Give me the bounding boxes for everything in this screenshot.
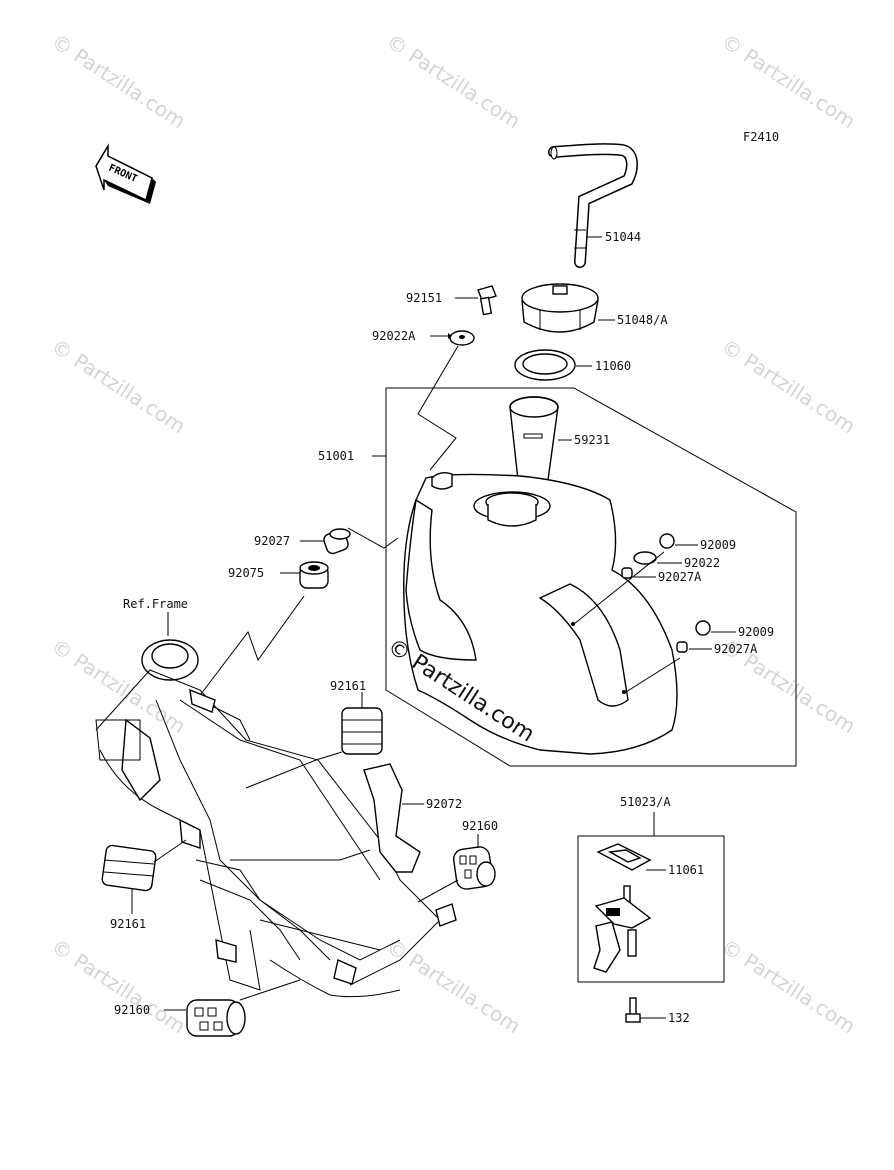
vent-hose (548, 143, 638, 268)
gasket-11060 (514, 349, 576, 381)
callout-92072: 92072 (426, 797, 462, 811)
callout-92075: 92075 (228, 566, 264, 580)
washer-92022 (633, 551, 657, 565)
cushion-92160-a (452, 846, 496, 890)
cushion-92160-b (186, 999, 246, 1037)
tank-strap (363, 763, 421, 873)
diagram-code: F2410 (743, 130, 779, 144)
damper-92027A-a (621, 567, 633, 579)
callout-59231: 59231 (574, 433, 610, 447)
callout-92027: 92027 (254, 534, 290, 548)
callout-51023A: 51023/A (620, 795, 671, 809)
callout-92027A-b: 92027A (714, 642, 758, 656)
fuel-cock-box (577, 835, 725, 983)
bolt-92009-b (695, 620, 711, 636)
watermark-9: © Partzilla.com (382, 934, 525, 1038)
watermark-1: © Partzilla.com (47, 29, 190, 133)
damper-92027A-b (676, 641, 688, 653)
ref-frame-label: Ref.Frame (123, 597, 188, 611)
watermark-2: © Partzilla.com (382, 29, 525, 133)
fuel-cock (593, 843, 652, 973)
bolt-92009-a (659, 533, 675, 549)
callout-92161-b: 92161 (110, 917, 146, 931)
bolt-132 (625, 997, 641, 1023)
fuel-filter (509, 396, 559, 485)
watermark-5: © Partzilla.com (717, 334, 860, 438)
frame (95, 639, 457, 998)
watermark-3: © Partzilla.com (717, 29, 860, 133)
bolt-92151 (477, 285, 497, 316)
callout-92160-a: 92160 (462, 819, 498, 833)
callout-51001: 51001 (318, 449, 354, 463)
callout-11060: 11060 (595, 359, 631, 373)
callout-92151: 92151 (406, 291, 442, 305)
callout-92009-a: 92009 (700, 538, 736, 552)
fuel-tank (403, 471, 678, 755)
callout-92160-b: 92160 (114, 1003, 150, 1017)
callout-51044: 51044 (605, 230, 641, 244)
callout-92009-b: 92009 (738, 625, 774, 639)
watermark-4: © Partzilla.com (47, 334, 190, 438)
rubber-block-92161-a (341, 707, 383, 755)
damper-92027 (323, 528, 351, 555)
callout-92022: 92022 (684, 556, 720, 570)
callout-132: 132 (668, 1011, 690, 1025)
callout-11061: 11061 (668, 863, 704, 877)
callout-92161-a: 92161 (330, 679, 366, 693)
fuel-cap (521, 283, 599, 333)
callout-51048A: 51048/A (617, 313, 668, 327)
rubber-block-92161-b (101, 844, 157, 892)
damper-92075 (299, 561, 329, 589)
watermark-8: © Partzilla.com (47, 934, 190, 1038)
watermark-10: © Partzilla.com (717, 934, 860, 1038)
callout-92027A-a: 92027A (658, 570, 702, 584)
front-arrow-icon: FRONT (95, 143, 156, 204)
callout-92022A: 92022A (372, 329, 416, 343)
